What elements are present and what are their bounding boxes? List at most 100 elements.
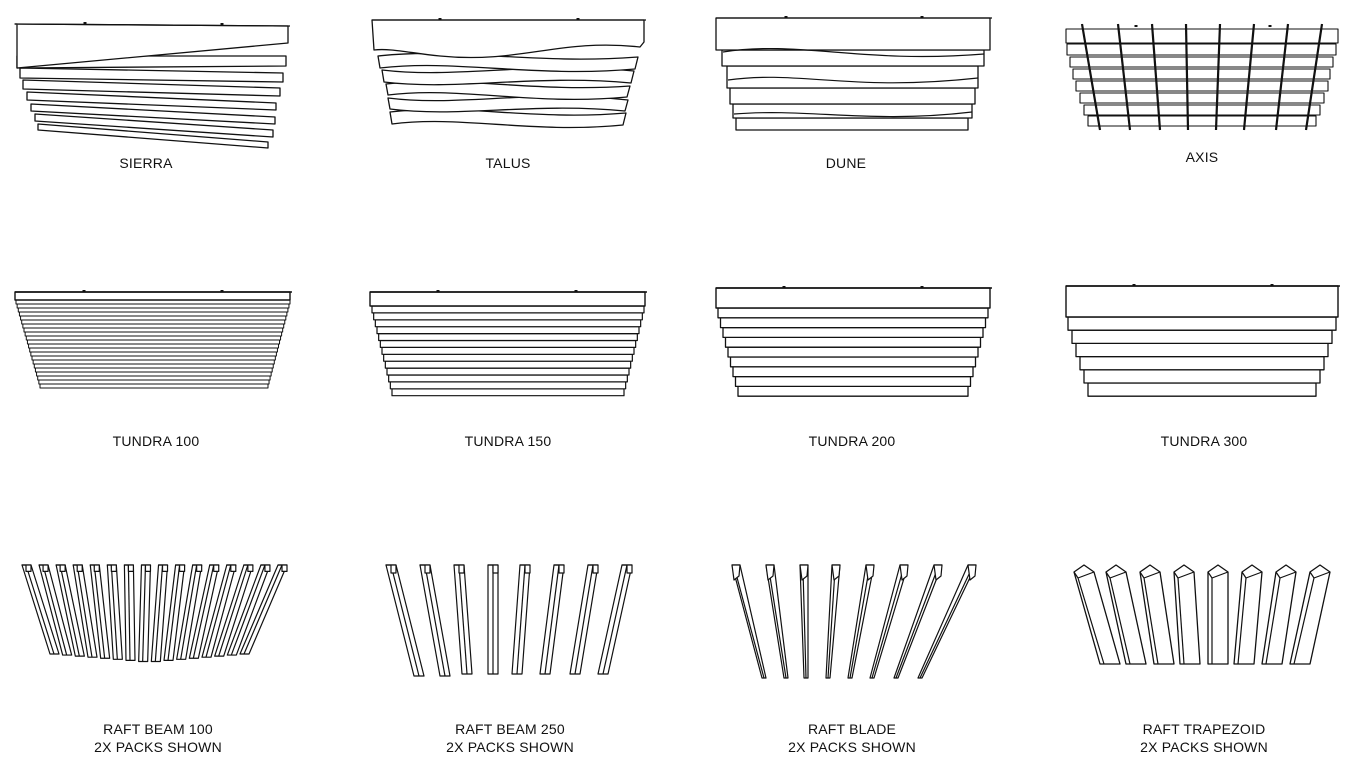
- mount-tick: [436, 290, 440, 292]
- panel-outline: [967, 564, 977, 581]
- mount-tick: [220, 290, 224, 292]
- panel-outline: [1065, 285, 1339, 318]
- panel-outline: [1087, 115, 1317, 127]
- panel-outline: [18, 311, 288, 317]
- panel-outline: [36, 371, 272, 377]
- panel-outline: [1075, 80, 1329, 92]
- panel-outline: [933, 564, 943, 581]
- caption-line-1: RAFT BEAM 100: [103, 721, 213, 737]
- drawing-raft-beam-250: [385, 564, 633, 677]
- edge-line: [1143, 577, 1159, 665]
- caption-tundra-200: TUNDRA 200: [702, 432, 1002, 450]
- panel-outline: [31, 355, 276, 361]
- caption-line-2: 2X PACKS SHOWN: [446, 739, 574, 755]
- edge-line: [574, 564, 594, 675]
- edge-line: [1073, 571, 1079, 579]
- edge-line: [895, 569, 938, 679]
- caption-talus: TALUS: [358, 154, 658, 172]
- mount-tick: [576, 18, 580, 20]
- caption-line: TUNDRA 100: [112, 433, 200, 449]
- panel-outline: [1289, 564, 1331, 665]
- edge-line: [1173, 571, 1179, 579]
- panel-outline: [384, 360, 632, 369]
- edge-line: [243, 564, 283, 655]
- drawing-axis: [1065, 23, 1339, 131]
- caption-axis: AXIS: [1052, 148, 1352, 166]
- caption-line: TUNDRA 200: [808, 433, 896, 449]
- mount-tick: [1268, 25, 1272, 27]
- edge-line: [1279, 571, 1297, 579]
- panel-outline: [34, 367, 273, 373]
- edge-line: [1265, 577, 1281, 665]
- panel-outline: [737, 385, 969, 397]
- panel-outline: [374, 319, 642, 328]
- mount-tick: [574, 290, 578, 292]
- edge-line: [1177, 577, 1185, 665]
- wave-seam: [727, 76, 979, 84]
- wave-seam: [722, 47, 985, 58]
- drawing-tundra-150: [369, 290, 647, 397]
- panel-outline: [731, 564, 741, 581]
- edge-line: [871, 569, 904, 679]
- panel-outline: [29, 347, 278, 353]
- caption-line-1: RAFT BEAM 250: [455, 721, 565, 737]
- panel-outline: [243, 564, 254, 573]
- panel-outline: [1083, 104, 1321, 116]
- panel-outline: [379, 339, 637, 348]
- panel-outline: [765, 564, 775, 581]
- mount-tick: [920, 286, 924, 288]
- panel-outline: [38, 564, 49, 573]
- panel-outline: [732, 366, 974, 378]
- panel-outline: [385, 564, 397, 574]
- caption-line: AXIS: [1185, 149, 1219, 165]
- mount-tick: [1134, 25, 1138, 27]
- drawing-talus: [371, 18, 646, 129]
- panel-outline: [1261, 564, 1297, 665]
- edge-line: [1177, 571, 1195, 579]
- panel-outline: [371, 305, 645, 314]
- edge-line: [1274, 23, 1290, 131]
- panel-outline: [26, 91, 277, 111]
- panel-outline: [192, 564, 203, 573]
- edge-line: [205, 564, 232, 658]
- panel-outline: [39, 383, 269, 389]
- caption-tundra-100: TUNDRA 100: [6, 432, 306, 450]
- panel-outline: [140, 564, 152, 573]
- drawing-tundra-200: [715, 286, 992, 397]
- caption-tundra-150: TUNDRA 150: [358, 432, 658, 450]
- panel-outline: [389, 381, 627, 390]
- panel-outline: [722, 326, 984, 339]
- edge-line: [424, 564, 446, 677]
- edge-line: [1304, 23, 1324, 131]
- mount-tick: [784, 16, 788, 18]
- edge-line: [734, 569, 765, 679]
- panel-outline: [799, 564, 809, 581]
- caption-line-2: 2X PACKS SHOWN: [94, 739, 222, 755]
- caption-line: TUNDRA 300: [1160, 433, 1248, 449]
- caption-line-1: RAFT TRAPEZOID: [1142, 721, 1266, 737]
- panel-outline: [378, 333, 638, 342]
- panel-outline: [1069, 56, 1334, 68]
- mount-tick: [438, 18, 442, 20]
- edge-line: [544, 564, 560, 675]
- panel-outline: [14, 291, 291, 301]
- panel-outline: [386, 367, 630, 376]
- caption-dune: DUNE: [696, 154, 996, 172]
- panel-outline: [899, 564, 909, 581]
- edge-line: [110, 564, 118, 660]
- mount-tick: [1270, 284, 1274, 286]
- edge-line: [1143, 571, 1161, 579]
- panel-outline: [1079, 92, 1325, 104]
- panel-outline: [22, 79, 281, 97]
- caption-tundra-300: TUNDRA 300: [1054, 432, 1354, 450]
- edge-line: [1207, 571, 1213, 579]
- mount-tick: [220, 23, 224, 25]
- panel-outline: [277, 564, 288, 573]
- panel-outline: [106, 564, 117, 573]
- panel-outline: [387, 95, 629, 113]
- edge-line: [1116, 23, 1132, 131]
- panel-outline: [1079, 355, 1325, 371]
- edge-line: [1275, 571, 1281, 579]
- caption-raft-beam-100: RAFT BEAM 100 2X PACKS SHOWN: [8, 720, 308, 756]
